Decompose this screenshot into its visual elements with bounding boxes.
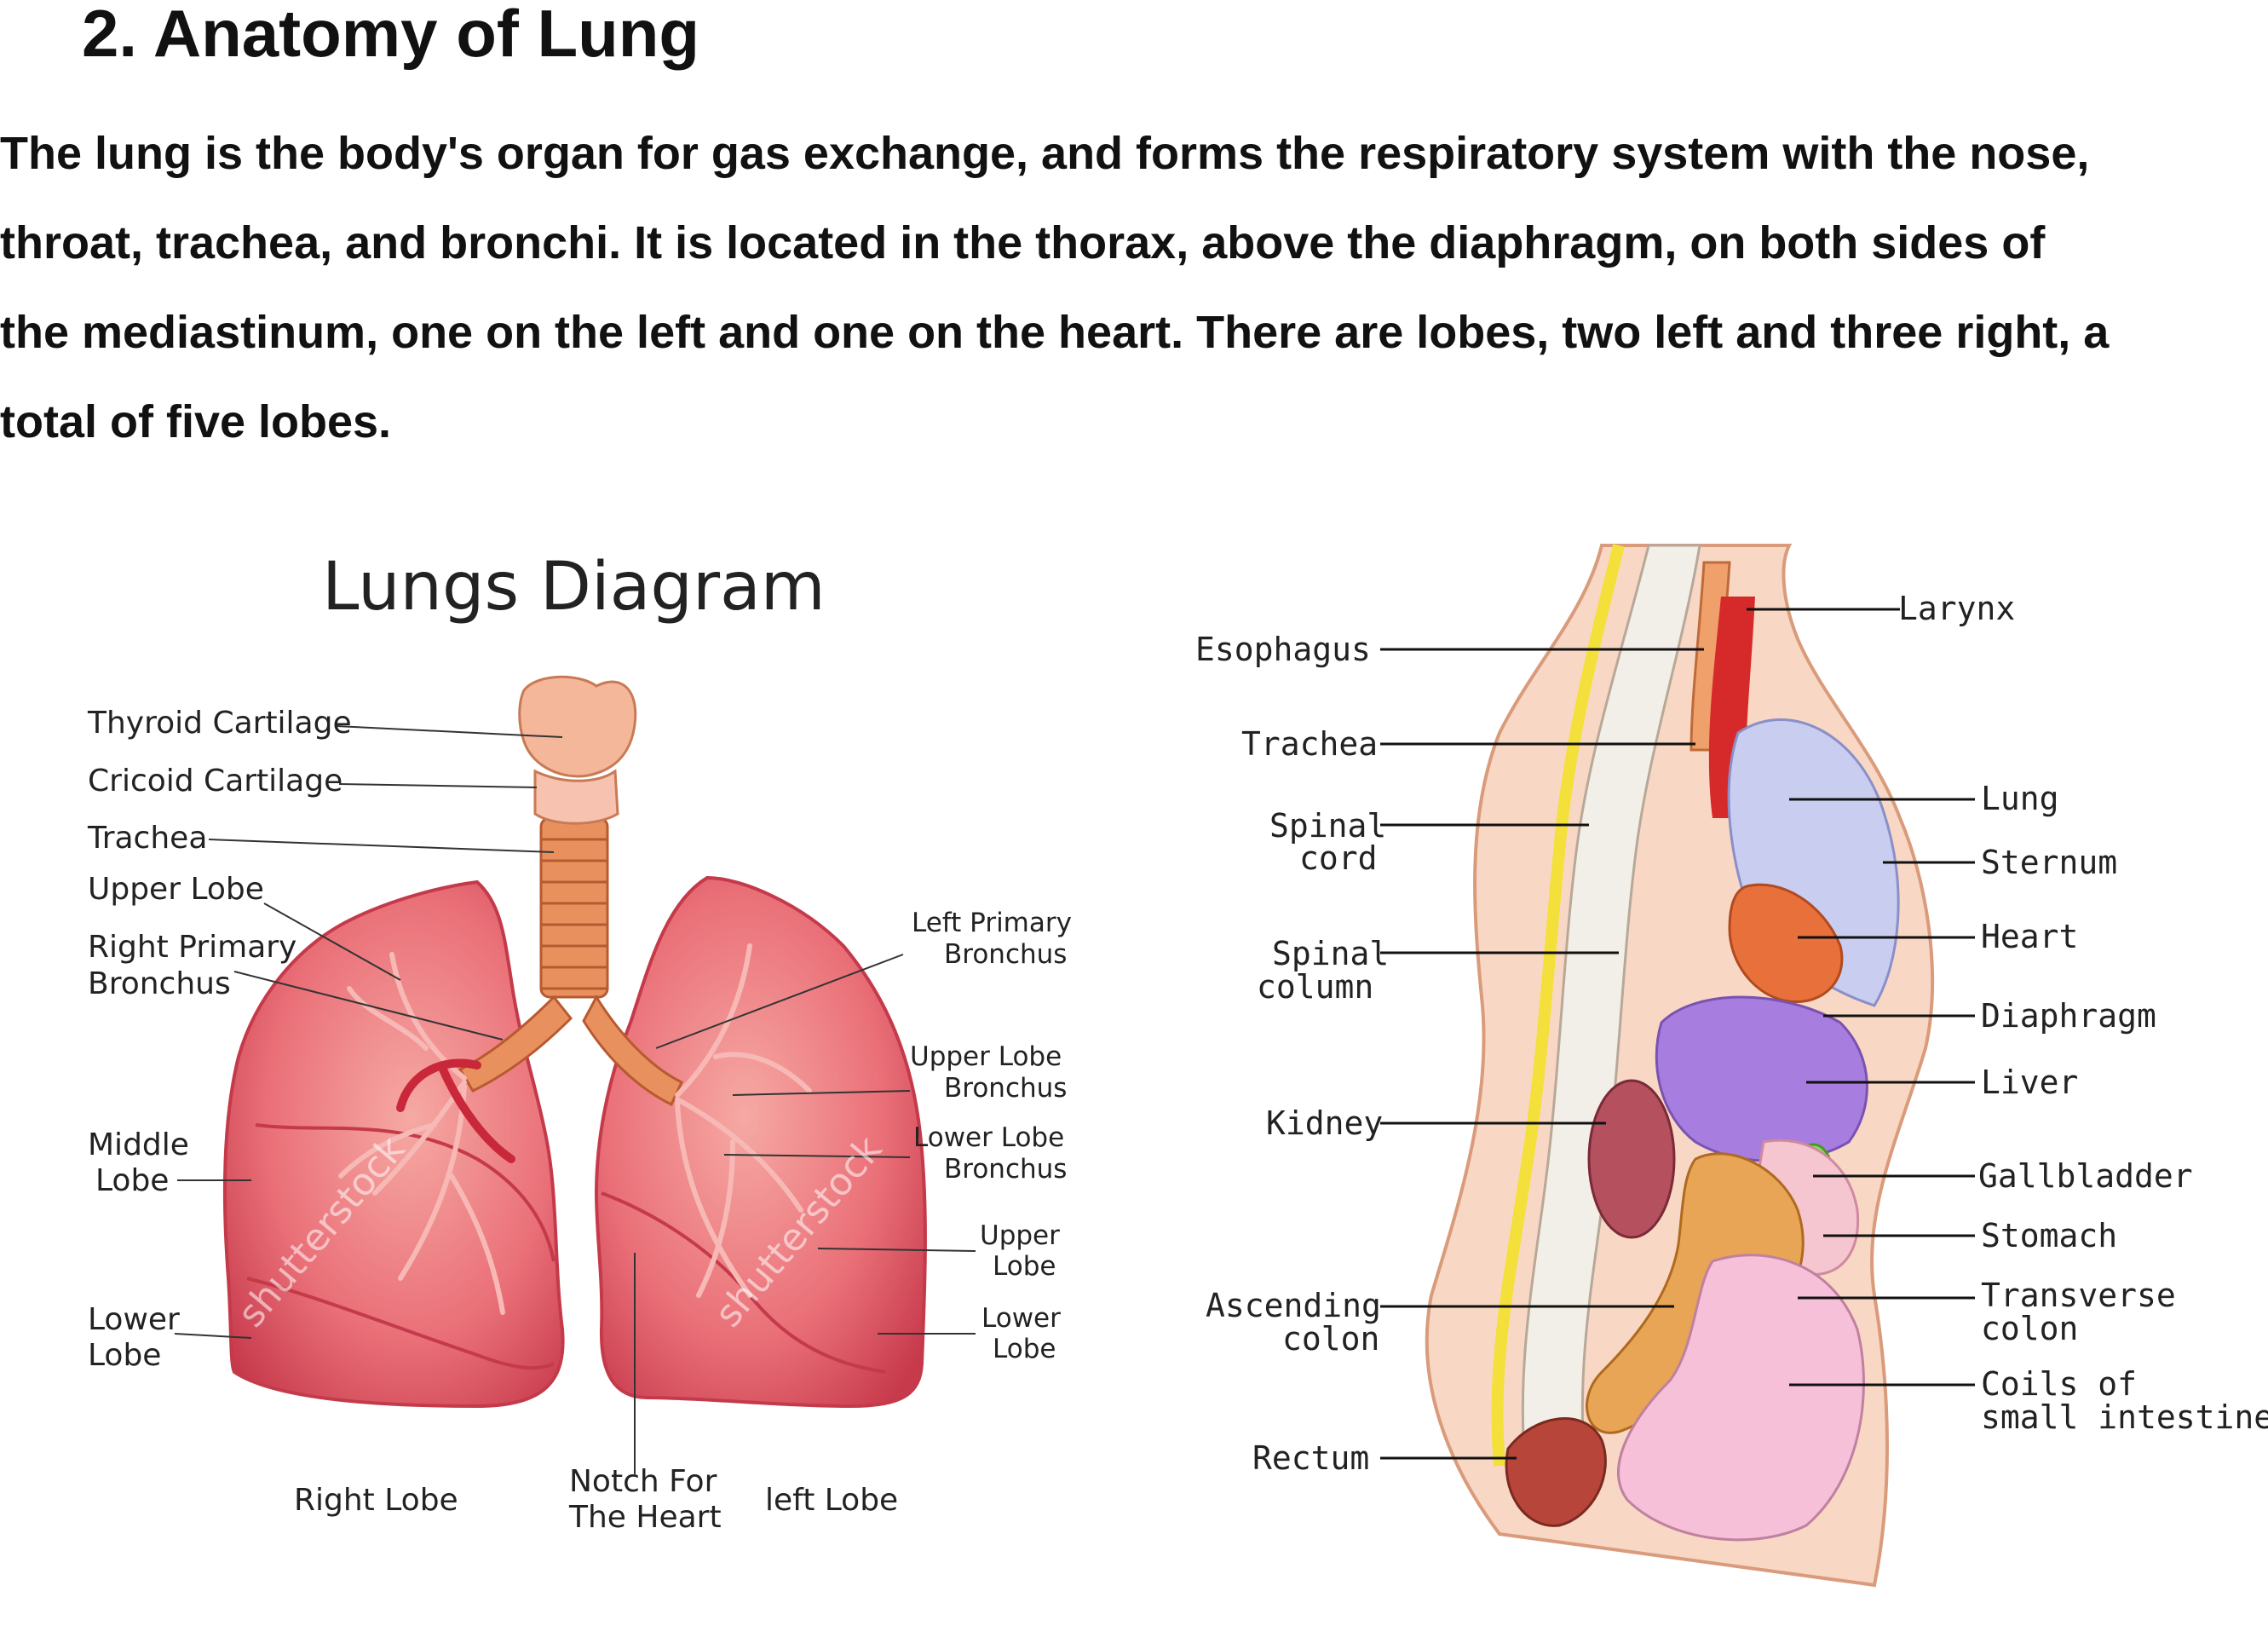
label-transverse-colon: Transverse <box>1981 1277 2176 1314</box>
left-primary-bronchus-shape <box>582 995 683 1107</box>
label-trachea: Trachea <box>87 821 207 856</box>
cricoid-cartilage-shape <box>533 769 619 825</box>
intro-paragraph: The lung is the body's organ for gas exc… <box>0 109 2268 467</box>
label-upper-lobe-left: Upper <box>980 1220 1060 1251</box>
label-lower-lobe-bronchus: Lower Lobe <box>913 1122 1064 1153</box>
thyroid-cartilage-shape <box>518 675 637 778</box>
label-sternum: Sternum <box>1981 844 2117 881</box>
label-ascending-colon: colon <box>1282 1320 1379 1358</box>
label-middle-lobe: Middle <box>88 1127 189 1162</box>
label-liver: Liver <box>1981 1064 2078 1101</box>
paragraph-line: total of five lobes. <box>0 396 392 447</box>
right-lung-shape <box>222 879 565 1409</box>
gallbladder-shape <box>1793 1143 1833 1201</box>
label-right-primary-bronchus: Right Primary <box>88 930 296 965</box>
small-intestine-shape <box>1617 1254 1865 1542</box>
label-upper-lobe-bronchus: Upper Lobe <box>910 1041 1062 1072</box>
spinal-cord-shape <box>1491 544 1625 1467</box>
label-upper-lobe-left: Lobe <box>993 1251 1056 1282</box>
right-lung-lower-fissure <box>246 1277 555 1370</box>
trachea-rings <box>541 838 607 990</box>
label-heart: Heart <box>1981 918 2078 955</box>
label-lower-lobe-right: Lower <box>88 1302 180 1337</box>
label-ascending-colon: Ascending <box>1206 1287 1381 1324</box>
label-upper-lobe-bronchus: Bronchus <box>944 1073 1067 1104</box>
label-esophagus: Esophagus <box>1195 631 1371 668</box>
rectum-shape <box>1505 1417 1607 1527</box>
label-thyroid-cartilage: Thyroid Cartilage <box>87 706 352 741</box>
label-spinal-cord: Spinal <box>1269 807 1386 845</box>
label-spinal-column: Spinal <box>1272 935 1389 972</box>
label-small-intestine: Coils of <box>1981 1365 2137 1403</box>
page-heading: 2. Anatomy of Lung <box>82 0 700 71</box>
paragraph-line: throat, trachea, and bronchi. It is loca… <box>0 217 2046 268</box>
label-left-primary-bronchus: Left Primary <box>912 908 1072 938</box>
trachea-shape <box>1689 561 1731 752</box>
label-left-primary-bronchus: Bronchus <box>944 939 1067 970</box>
aorta-shape <box>1708 597 1755 818</box>
body-leader-lines-left <box>1380 648 1704 1460</box>
label-diaphragm: Diaphragm <box>1981 997 2156 1035</box>
pulmonary-vessel <box>396 1058 515 1163</box>
label-left-lobe: left Lobe <box>765 1483 898 1518</box>
lungs-leader-lines <box>174 725 976 1474</box>
paragraph-line: The lung is the body's organ for gas exc… <box>0 128 2090 179</box>
label-lung: Lung <box>1981 780 2059 817</box>
label-lower-lobe-bronchus: Bronchus <box>944 1154 1067 1185</box>
label-stomach: Stomach <box>1981 1217 2117 1254</box>
lungs-diagram: Lungs Diagram <box>87 549 1072 1535</box>
lung-shape <box>1727 718 1900 1007</box>
right-lung-lobe-fissure <box>255 1123 555 1262</box>
body-outline <box>1425 544 1935 1588</box>
label-transverse-colon: colon <box>1981 1310 2078 1347</box>
label-gallbladder: Gallbladder <box>1978 1157 2193 1195</box>
kidney-shape <box>1587 1079 1676 1239</box>
left-lung-shape <box>594 875 927 1409</box>
label-kidney: Kidney <box>1266 1104 1383 1142</box>
heart-shape <box>1728 883 1844 1004</box>
label-middle-lobe: Lobe <box>95 1163 169 1198</box>
colon-shape <box>1586 1152 1805 1434</box>
label-spinal-cord: cord <box>1299 839 1378 877</box>
label-right-primary-bronchus: Bronchus <box>88 966 231 1001</box>
label-notch-for-heart: The Heart <box>568 1500 722 1535</box>
label-right-lobe: Right Lobe <box>294 1483 458 1518</box>
trachea-tube <box>539 816 609 999</box>
label-lower-lobe-right: Lobe <box>88 1338 161 1373</box>
right-primary-bronchus-shape <box>458 995 573 1093</box>
label-larynx: Larynx <box>1898 590 2015 627</box>
label-lower-lobe-left: Lower <box>981 1303 1061 1334</box>
lungs-diagram-title: Lungs Diagram <box>322 549 826 626</box>
label-lower-lobe-left: Lobe <box>993 1334 1056 1364</box>
label-small-intestine: small intestine <box>1981 1398 2268 1436</box>
label-upper-lobe-right: Upper Lobe <box>88 872 264 907</box>
label-spinal-column: column <box>1257 968 1373 1006</box>
paragraph-line: the mediastinum, one on the left and one… <box>0 307 2110 358</box>
body-leader-lines-right <box>1747 608 1975 1387</box>
label-notch-for-heart: Notch For <box>569 1464 717 1499</box>
stomach-shape <box>1753 1139 1860 1277</box>
label-trachea-body: Trachea <box>1241 725 1378 763</box>
liver-shape <box>1655 995 1868 1162</box>
label-rectum: Rectum <box>1252 1439 1369 1477</box>
label-cricoid-cartilage: Cricoid Cartilage <box>88 764 343 799</box>
spinal-column-shape <box>1521 544 1701 1467</box>
